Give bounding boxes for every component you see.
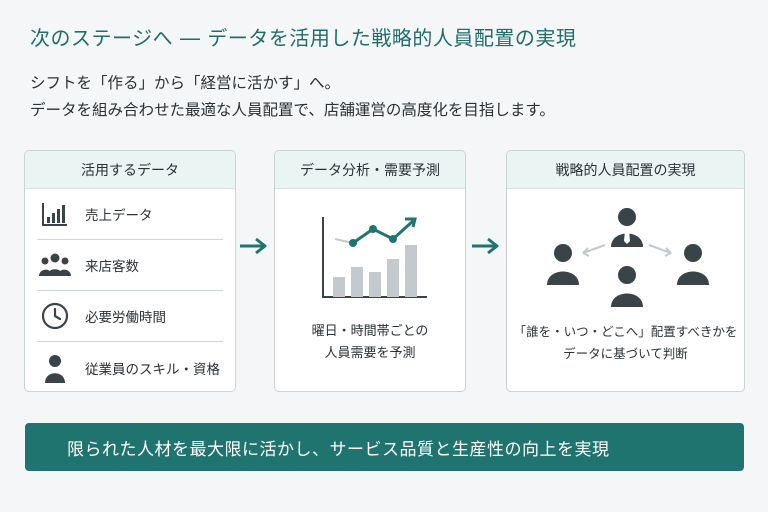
analysis-heading: データ分析・需要予測 [275,151,465,189]
page-title: 次のステージへ ― データを活用した戦略的人員配置の実現 [30,26,577,50]
people-group-icon [39,249,71,281]
placement-caption: 「誰を・いつ・どこへ」配置すべきかを データに基づいて判断 [507,321,744,365]
placement-card: 戦略的人員配置の実現 「誰を・いつ・どこへ」配置すべきかを データに基づいて判断 [506,150,745,392]
intro-line-2: データを組み合わせた最適な人員配置で、店舗運営の高度化を目指します。 [30,101,555,119]
arrow-right-icon [472,237,499,255]
analysis-caption-line-2: 人員需要を予測 [324,346,416,361]
required-hours-label: 必要労働時間 [85,310,166,326]
intro-text: シフトを「作る」から「経営に活かす」へ。 データを組み合わせた最適な人員配置で、… [30,70,555,124]
data-sources-heading: 活用するデータ [25,151,235,189]
bar-chart-icon [39,198,71,230]
analysis-card: データ分析・需要予測 曜日・時間帯ごとの 人員需要を予測 [274,150,466,392]
staff-skills-label: 従業員のスキル・資格 [85,361,220,378]
staff-network-icon [547,208,709,307]
clock-icon [39,300,71,332]
intro-line-1: シフトを「作る」から「経営に活かす」へ。 [30,74,341,92]
sales-data-label: 売上データ [85,208,153,224]
summary-banner: 限られた人材を最大限に活かし、サービス品質と生産性の向上を実現 [25,423,744,471]
data-sources-card: 活用するデータ 売上データ 来店客数 [24,150,236,392]
placement-caption-line-2: データに基づいて判断 [563,346,688,361]
list-item-staff-skills: 従業員のスキル・資格 [37,342,223,391]
analysis-caption-line-1: 曜日・時間帯ごとの [311,324,429,339]
placement-caption-line-1: 「誰を・いつ・どこへ」配置すべきかを [513,324,738,339]
placement-heading: 戦略的人員配置の実現 [507,151,744,189]
visitor-count-label: 来店客数 [85,259,139,275]
list-item-required-hours: 必要労働時間 [37,291,223,342]
list-item-sales-data: 売上データ [37,189,223,240]
list-item-visitor-count: 来店客数 [37,240,223,291]
trend-chart-icon [322,217,427,298]
arrow-right-icon [240,237,267,255]
analysis-caption: 曜日・時間帯ごとの 人員需要を予測 [275,321,465,365]
person-icon [39,352,71,384]
